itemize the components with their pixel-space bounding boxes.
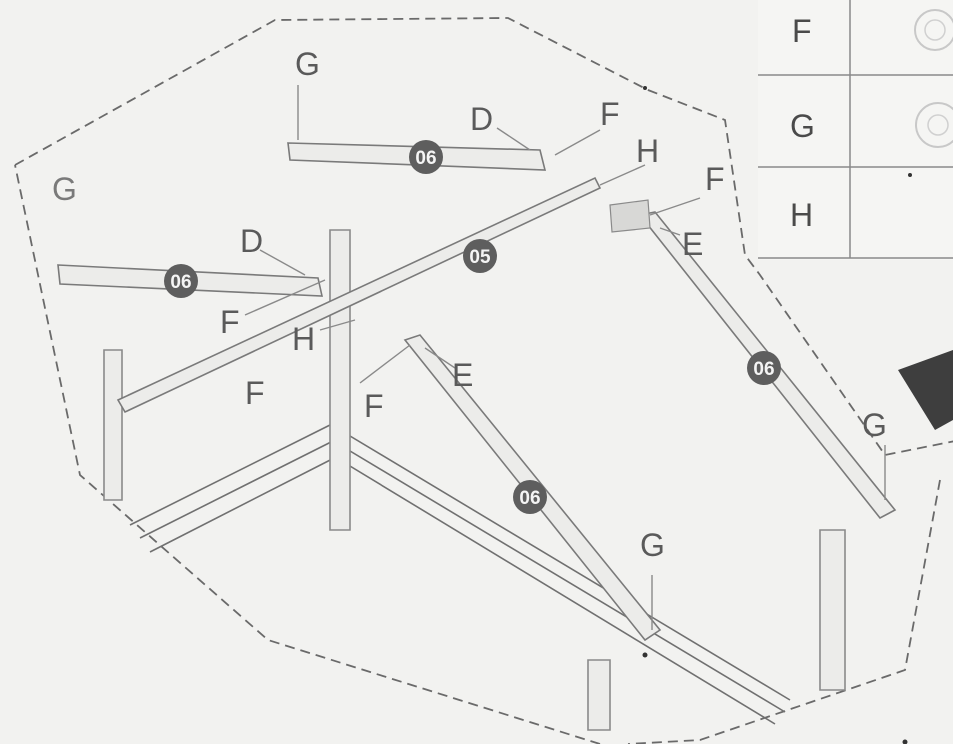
part-labels: G G G G D D F F F F F H H E E bbox=[52, 46, 887, 563]
table-letter-h: H bbox=[790, 197, 813, 233]
leader-lines bbox=[244, 85, 886, 630]
label-f: F bbox=[364, 388, 384, 424]
label-g: G bbox=[52, 171, 77, 207]
table-letter-f: F bbox=[792, 13, 812, 49]
svg-text:05: 05 bbox=[469, 247, 491, 268]
label-f: F bbox=[600, 96, 620, 132]
badge-05 bbox=[463, 239, 497, 273]
label-e: E bbox=[682, 226, 703, 262]
label-e: E bbox=[452, 357, 473, 393]
svg-text:06: 06 bbox=[170, 272, 191, 293]
table-letter-g: G bbox=[790, 108, 815, 144]
label-g: G bbox=[640, 527, 665, 563]
label-f: F bbox=[220, 304, 240, 340]
badge-06-middle bbox=[513, 480, 547, 514]
parts-table: F G H bbox=[758, 0, 953, 260]
svg-text:06: 06 bbox=[415, 148, 436, 169]
label-g: G bbox=[295, 46, 320, 82]
badge-06-upper bbox=[409, 140, 443, 174]
badge-06-left bbox=[164, 264, 198, 298]
part-g-icon bbox=[915, 102, 953, 148]
label-g: G bbox=[862, 407, 887, 443]
svg-text:06: 06 bbox=[753, 359, 774, 380]
posts bbox=[103, 229, 846, 731]
label-d: D bbox=[470, 101, 493, 137]
part-badges: 06 06 05 06 06 bbox=[164, 140, 781, 514]
part-f-icon bbox=[914, 9, 953, 51]
label-d: D bbox=[240, 223, 263, 259]
label-h: H bbox=[292, 321, 315, 357]
label-h: H bbox=[636, 133, 659, 169]
dashed-outline bbox=[14, 17, 953, 744]
svg-text:06: 06 bbox=[519, 488, 540, 509]
arrow-marker bbox=[898, 350, 953, 430]
label-f: F bbox=[245, 375, 265, 411]
label-f: F bbox=[705, 161, 725, 197]
badge-06-right bbox=[747, 351, 781, 385]
beam-05 bbox=[116, 176, 602, 414]
ground-rails bbox=[129, 424, 791, 725]
